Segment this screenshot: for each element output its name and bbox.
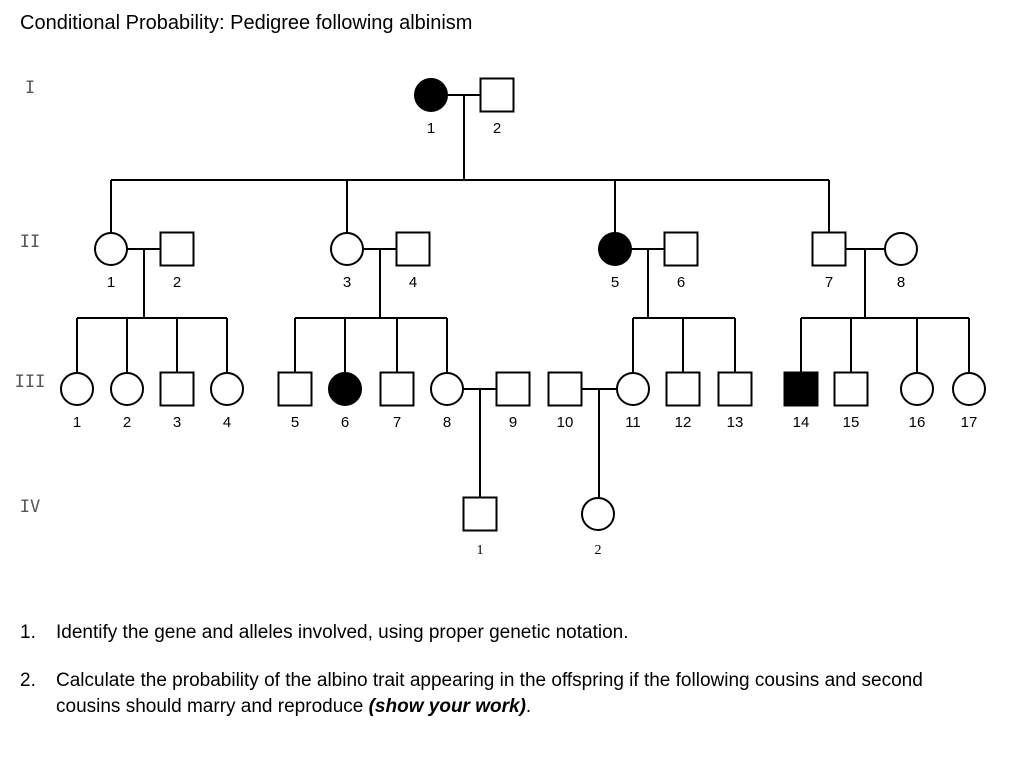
question-list: 1. Identify the gene and alleles involve… [20, 620, 980, 742]
individual-label-ii-8: 8 [897, 274, 905, 291]
unaffected-female-ii-3-circle [330, 232, 364, 266]
unaffected-female-iii-16-circle [900, 372, 934, 406]
affected-male-iii-14-square [783, 371, 819, 407]
affected-female-ii-5-circle [598, 232, 632, 266]
unaffected-male-iii-9-square [495, 371, 531, 407]
individual-label-iii-14: 14 [793, 414, 810, 431]
individual-label-iii-13: 13 [727, 414, 744, 431]
question-1: 1. Identify the gene and alleles involve… [20, 620, 980, 646]
individual-label-iii-5: 5 [291, 414, 299, 431]
unaffected-male-ii-6-square [663, 231, 699, 267]
unaffected-female-ii-8-circle [884, 232, 918, 266]
unaffected-female-iv-2-circle [581, 497, 615, 531]
individual-label-i-1: 1 [427, 120, 435, 137]
unaffected-female-iii-11-circle [616, 372, 650, 406]
unaffected-male-iii-3-square [159, 371, 195, 407]
individual-label-iii-3: 3 [173, 414, 181, 431]
unaffected-male-iii-12-square [665, 371, 701, 407]
unaffected-male-iii-10-square [547, 371, 583, 407]
unaffected-male-iii-7-square [379, 371, 415, 407]
individual-label-iii-17: 17 [961, 414, 978, 431]
individual-label-iii-9: 9 [509, 414, 517, 431]
unaffected-male-ii-4-square [395, 231, 431, 267]
individual-label-iii-15: 15 [843, 414, 860, 431]
individual-label-ii-7: 7 [825, 274, 833, 291]
unaffected-female-iii-4-circle [210, 372, 244, 406]
individual-label-iii-2: 2 [123, 414, 131, 431]
individual-label-ii-6: 6 [677, 274, 685, 291]
individual-label-iii-16: 16 [909, 414, 926, 431]
unaffected-male-iii-13-square [717, 371, 753, 407]
individual-label-iii-1: 1 [73, 414, 81, 431]
individual-label-iii-12: 12 [675, 414, 692, 431]
unaffected-female-iii-2-circle [110, 372, 144, 406]
generation-numeral-iv: IV [20, 497, 40, 517]
unaffected-male-i-2-square [479, 77, 515, 113]
unaffected-male-iv-1-square [462, 496, 498, 532]
unaffected-male-iii-5-square [277, 371, 313, 407]
question-2-text: Calculate the probability of the albino … [56, 670, 923, 717]
individual-label-ii-5: 5 [611, 274, 619, 291]
individual-label-iii-6: 6 [341, 414, 349, 431]
question-2-emphasis: (show your work) [368, 696, 526, 717]
unaffected-female-ii-1-circle [94, 232, 128, 266]
individual-label-iv-2: 2 [595, 543, 602, 558]
individual-label-iv-1: 1 [477, 543, 484, 558]
individual-label-iii-8: 8 [443, 414, 451, 431]
individual-label-iii-11: 11 [625, 414, 641, 431]
generation-numeral-iii: III [15, 372, 46, 392]
unaffected-male-iii-15-square [833, 371, 869, 407]
generation-numeral-i: I [25, 78, 35, 98]
generation-numeral-ii: II [20, 232, 40, 252]
unaffected-male-ii-2-square [159, 231, 195, 267]
affected-female-i-1-circle [414, 78, 448, 112]
unaffected-male-ii-7-square [811, 231, 847, 267]
individual-label-i-2: 2 [493, 120, 501, 137]
page-title: Conditional Probability: Pedigree follow… [20, 12, 473, 34]
individual-label-iii-7: 7 [393, 414, 401, 431]
individual-label-iii-10: 10 [557, 414, 574, 431]
individual-label-ii-4: 4 [409, 274, 417, 291]
question-1-number: 1. [20, 622, 36, 643]
question-2-suffix: . [525, 696, 532, 717]
question-2-number: 2. [20, 670, 36, 691]
individual-label-ii-2: 2 [173, 274, 181, 291]
question-2: 2. Calculate the probability of the albi… [20, 668, 980, 720]
individual-label-iii-4: 4 [223, 414, 231, 431]
unaffected-female-iii-8-circle [430, 372, 464, 406]
individual-label-ii-1: 1 [107, 274, 115, 291]
unaffected-female-iii-1-circle [60, 372, 94, 406]
individual-label-ii-3: 3 [343, 274, 351, 291]
question-2-body: Calculate the probability of the albino … [56, 668, 980, 720]
question-1-text: Identify the gene and alleles involved, … [56, 622, 629, 643]
affected-female-iii-6-circle [328, 372, 362, 406]
unaffected-female-iii-17-circle [952, 372, 986, 406]
